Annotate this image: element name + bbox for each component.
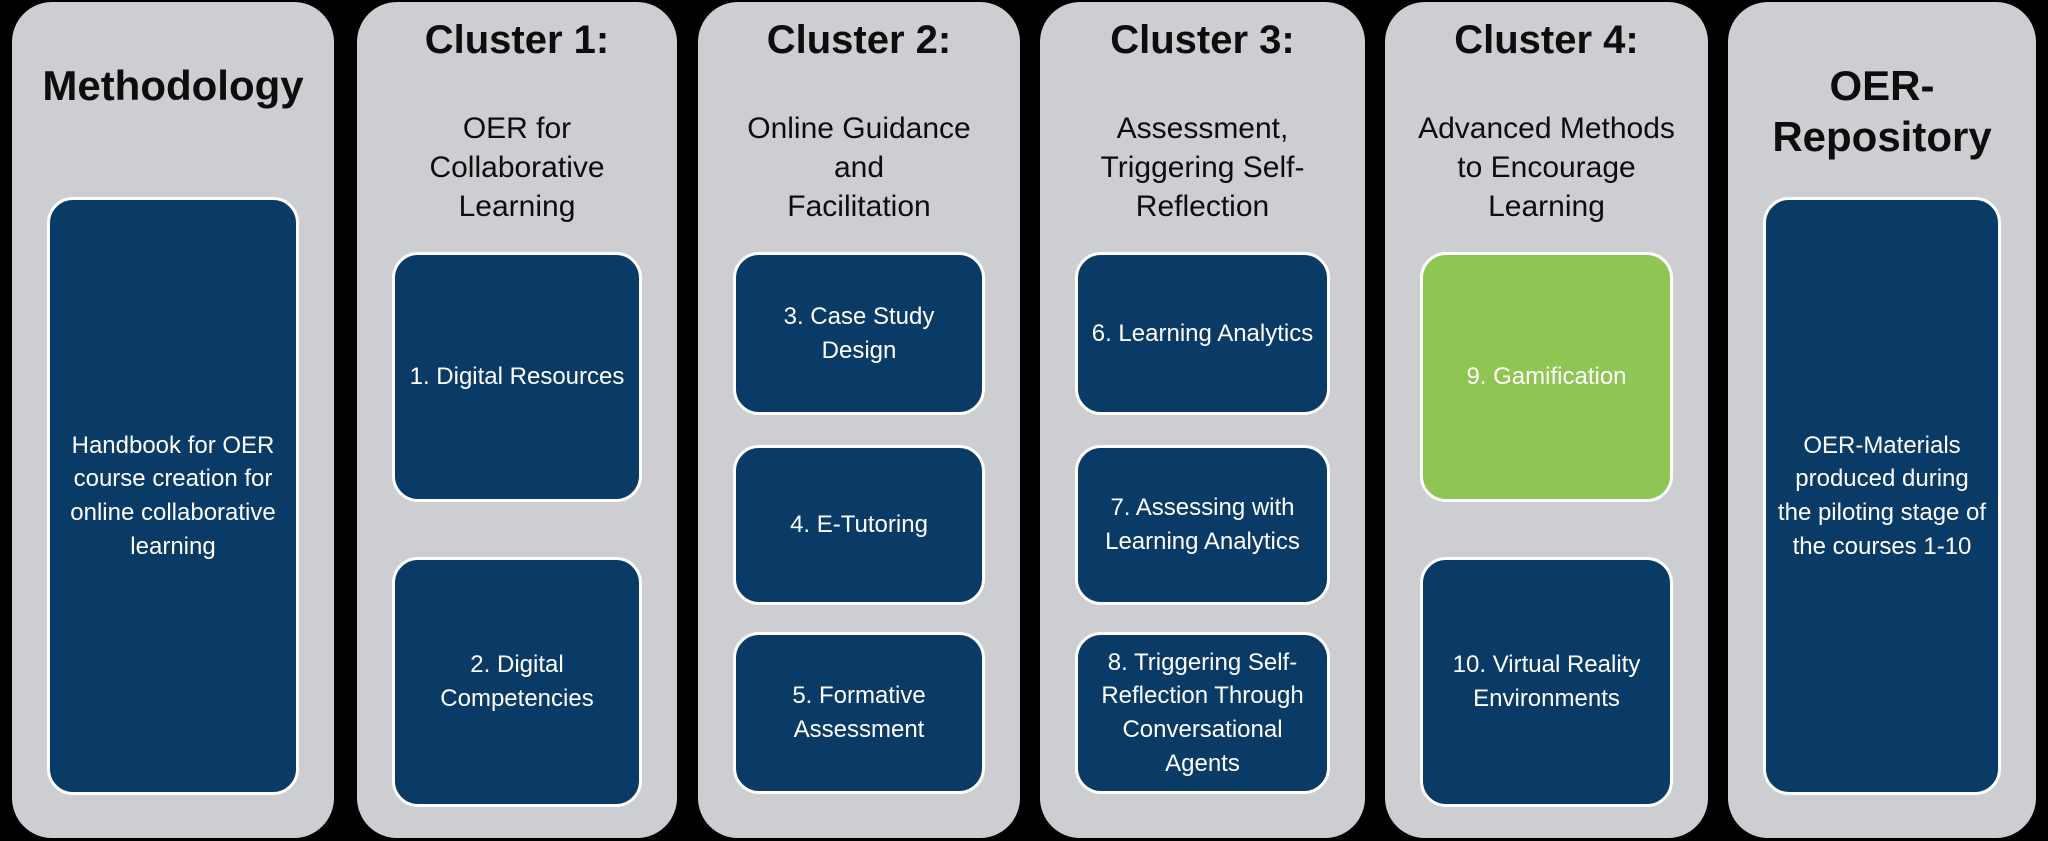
box-gamification: 9. Gamification <box>1420 252 1673 502</box>
column-title: Methodology <box>42 62 304 109</box>
column-cluster-4: Cluster 4: Advanced Methods to Encourage… <box>1385 2 1708 838</box>
column-cluster-1: Cluster 1: OER for Collaborative Learnin… <box>357 2 677 838</box>
box-triggering-self-reflection-label: 8. Triggering Self- Reflection Through C… <box>1101 648 1304 777</box>
column-title: OER- Repository <box>1772 62 1992 161</box>
column-cluster-3: Cluster 3: Assessment, Triggering Self- … <box>1040 2 1365 838</box>
box-e-tutoring: 4. E-Tutoring <box>733 445 985 605</box>
box-formative-assessment-label: 5. Formative Assessment <box>792 682 926 743</box>
box-digital-competencies-label: 2. Digital Competencies <box>440 651 594 712</box>
box-case-study-design-label: 3. Case Study Design <box>783 302 935 364</box>
box-formative-assessment: 5. Formative Assessment <box>733 632 985 794</box>
column-subtitle: OER for Collaborative Learning <box>429 111 605 223</box>
column-oer-repository: OER- Repository OER-Materials produced d… <box>1728 2 2036 838</box>
box-oer-materials-label: OER-Materials produced during the piloti… <box>1777 431 1987 560</box>
column-title: Cluster 4: <box>1454 18 1639 62</box>
box-case-study-design: 3. Case Study Design <box>733 252 985 415</box>
column-title: Cluster 2: <box>766 18 952 62</box>
box-digital-resources-label: 1. Digital Resources <box>409 363 625 391</box>
column-cluster-2: Cluster 2: Online Guidance and Facilitat… <box>698 2 1020 838</box>
box-oer-materials: OER-Materials produced during the piloti… <box>1763 197 2001 795</box>
column-title: Cluster 1: <box>424 18 610 62</box>
column-methodology: Methodology Handbook for OER course crea… <box>12 2 334 838</box>
box-digital-resources: 1. Digital Resources <box>392 252 642 502</box>
box-e-tutoring-label: 4. E-Tutoring <box>790 511 928 539</box>
column-subtitle: Assessment, Triggering Self- Reflection <box>1100 111 1305 223</box>
box-assessing-with-learning-analytics: 7. Assessing with Learning Analytics <box>1075 445 1330 605</box>
column-subtitle: Advanced Methods to Encourage Learning <box>1418 111 1675 223</box>
column-title: Cluster 3: <box>1110 18 1295 62</box>
box-virtual-reality-environments: 10. Virtual Reality Environments <box>1420 557 1673 807</box>
box-virtual-reality-environments-label: 10. Virtual Reality Environments <box>1452 651 1641 712</box>
column-subtitle: Online Guidance and Facilitation <box>747 111 971 223</box>
box-gamification-label: 9. Gamification <box>1466 363 1627 391</box>
box-handbook: Handbook for OER course creation for onl… <box>47 197 299 795</box>
box-learning-analytics: 6. Learning Analytics <box>1075 252 1330 415</box>
box-triggering-self-reflection: 8. Triggering Self- Reflection Through C… <box>1075 632 1330 794</box>
box-learning-analytics-label: 6. Learning Analytics <box>1091 319 1314 347</box>
box-handbook-label: Handbook for OER course creation for onl… <box>70 431 276 560</box>
box-assessing-with-learning-analytics-label: 7. Assessing with Learning Analytics <box>1105 494 1300 555</box>
box-digital-competencies: 2. Digital Competencies <box>392 557 642 807</box>
